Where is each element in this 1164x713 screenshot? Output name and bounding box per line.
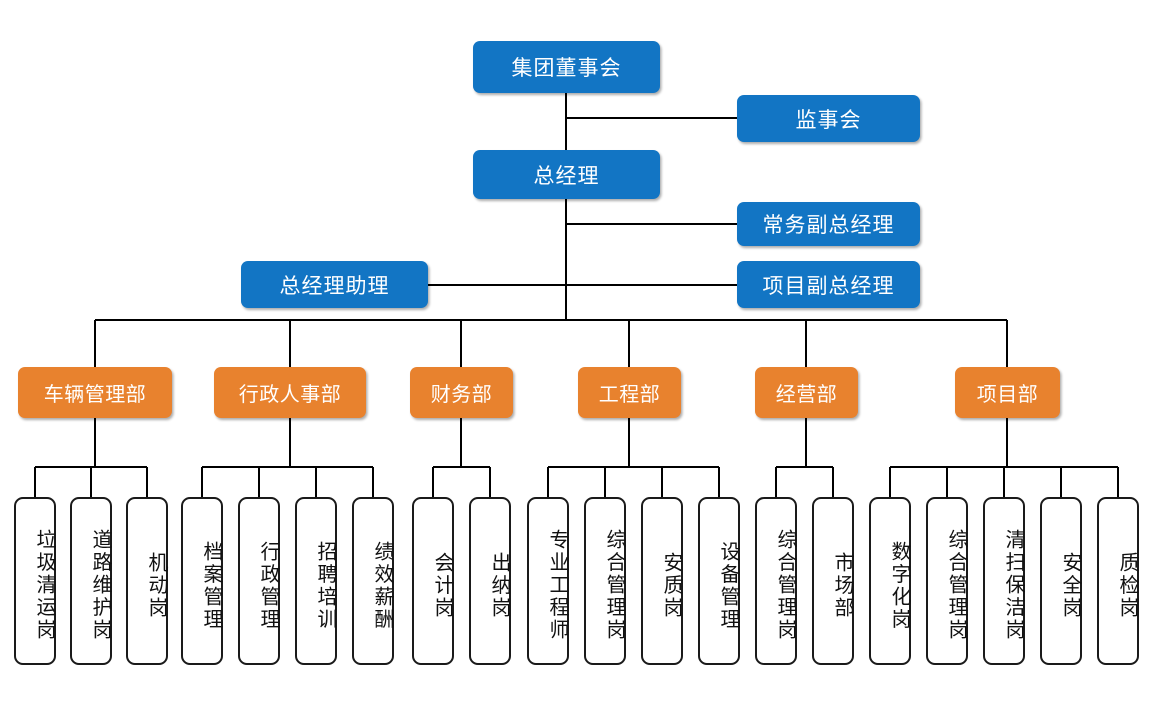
position-node-vehicle-2[interactable]: 机动岗 bbox=[126, 497, 168, 665]
department-node-engineering[interactable]: 工程部 bbox=[578, 367, 681, 418]
department-node-project[interactable]: 项目部 bbox=[955, 367, 1060, 418]
position-node-project-1[interactable]: 综合管理岗 bbox=[926, 497, 968, 665]
position-node-vehicle-1[interactable]: 道路维护岗 bbox=[70, 497, 112, 665]
department-node-operations[interactable]: 经营部 bbox=[755, 367, 858, 418]
position-node-engineering-0[interactable]: 专业工程师 bbox=[527, 497, 569, 665]
department-node-finance[interactable]: 财务部 bbox=[410, 367, 513, 418]
position-node-engineering-3[interactable]: 设备管理 bbox=[698, 497, 740, 665]
position-node-admin-hr-2[interactable]: 招聘培训 bbox=[295, 497, 337, 665]
exec-node-gm[interactable]: 总经理 bbox=[473, 150, 660, 199]
position-node-operations-1[interactable]: 市场部 bbox=[812, 497, 854, 665]
position-node-project-4[interactable]: 质检岗 bbox=[1097, 497, 1139, 665]
exec-node-gm-assistant[interactable]: 总经理助理 bbox=[241, 261, 428, 308]
position-node-finance-0[interactable]: 会计岗 bbox=[412, 497, 454, 665]
position-node-engineering-1[interactable]: 综合管理岗 bbox=[584, 497, 626, 665]
position-node-admin-hr-3[interactable]: 绩效薪酬 bbox=[352, 497, 394, 665]
position-node-project-3[interactable]: 安全岗 bbox=[1040, 497, 1082, 665]
department-node-vehicle[interactable]: 车辆管理部 bbox=[18, 367, 172, 418]
position-node-project-2[interactable]: 清扫保洁岗 bbox=[983, 497, 1025, 665]
department-node-admin-hr[interactable]: 行政人事部 bbox=[214, 367, 366, 418]
exec-node-exec-deputy[interactable]: 常务副总经理 bbox=[737, 202, 920, 246]
exec-node-supervisors[interactable]: 监事会 bbox=[737, 95, 920, 142]
position-node-project-0[interactable]: 数字化岗 bbox=[869, 497, 911, 665]
position-node-engineering-2[interactable]: 安质岗 bbox=[641, 497, 683, 665]
exec-node-board[interactable]: 集团董事会 bbox=[473, 41, 660, 93]
exec-node-proj-deputy[interactable]: 项目副总经理 bbox=[737, 261, 920, 308]
position-node-operations-0[interactable]: 综合管理岗 bbox=[755, 497, 797, 665]
position-node-admin-hr-0[interactable]: 档案管理 bbox=[181, 497, 223, 665]
position-node-finance-1[interactable]: 出纳岗 bbox=[469, 497, 511, 665]
position-node-vehicle-0[interactable]: 垃圾清运岗 bbox=[14, 497, 56, 665]
position-node-admin-hr-1[interactable]: 行政管理 bbox=[238, 497, 280, 665]
